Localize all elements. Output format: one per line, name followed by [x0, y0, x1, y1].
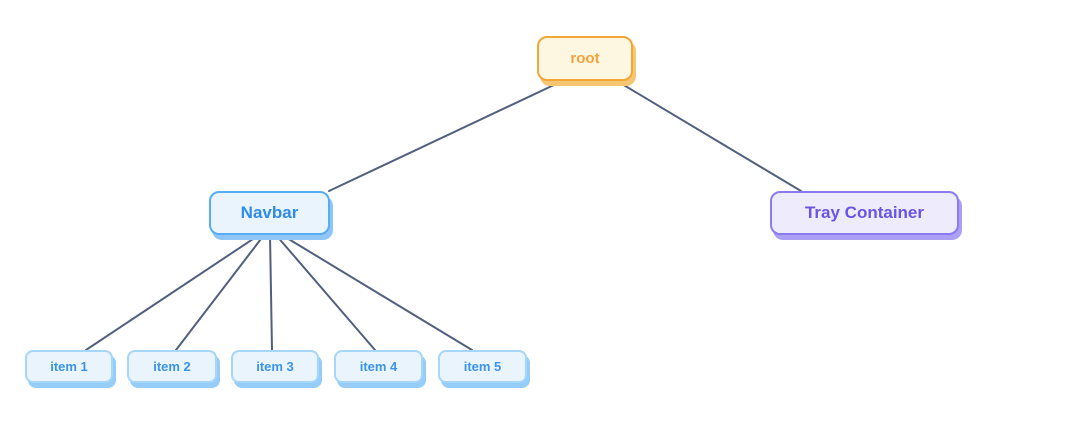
node-item1-label: item 1	[50, 359, 88, 374]
edge-navbar-item2	[175, 234, 265, 351]
edge-navbar-item3	[269, 234, 273, 351]
edge-navbar-item1	[85, 234, 260, 351]
node-item5-label: item 5	[463, 359, 502, 374]
node-item2[interactable]: item 2	[127, 350, 217, 383]
edge-navbar-item4	[275, 234, 376, 351]
node-root[interactable]: root	[537, 36, 633, 81]
edge-root-navbar	[328, 83, 557, 192]
node-tray-container[interactable]: Tray Container	[770, 191, 959, 235]
node-navbar[interactable]: Navbar	[209, 191, 330, 235]
node-item4[interactable]: item 4	[334, 350, 423, 383]
edge-root-tray	[621, 83, 802, 192]
node-item2-label: item 2	[153, 359, 191, 374]
node-root-label: root	[570, 50, 600, 67]
node-navbar-label: Navbar	[240, 203, 299, 222]
node-tray-container-label: Tray Container	[804, 203, 925, 222]
node-item5[interactable]: item 5	[438, 350, 527, 383]
node-item3-label: item 3	[256, 359, 294, 374]
node-item3[interactable]: item 3	[231, 350, 319, 383]
edge-navbar-item5	[281, 234, 473, 351]
node-item4-label: item 4	[359, 359, 398, 374]
node-item1[interactable]: item 1	[25, 350, 113, 383]
